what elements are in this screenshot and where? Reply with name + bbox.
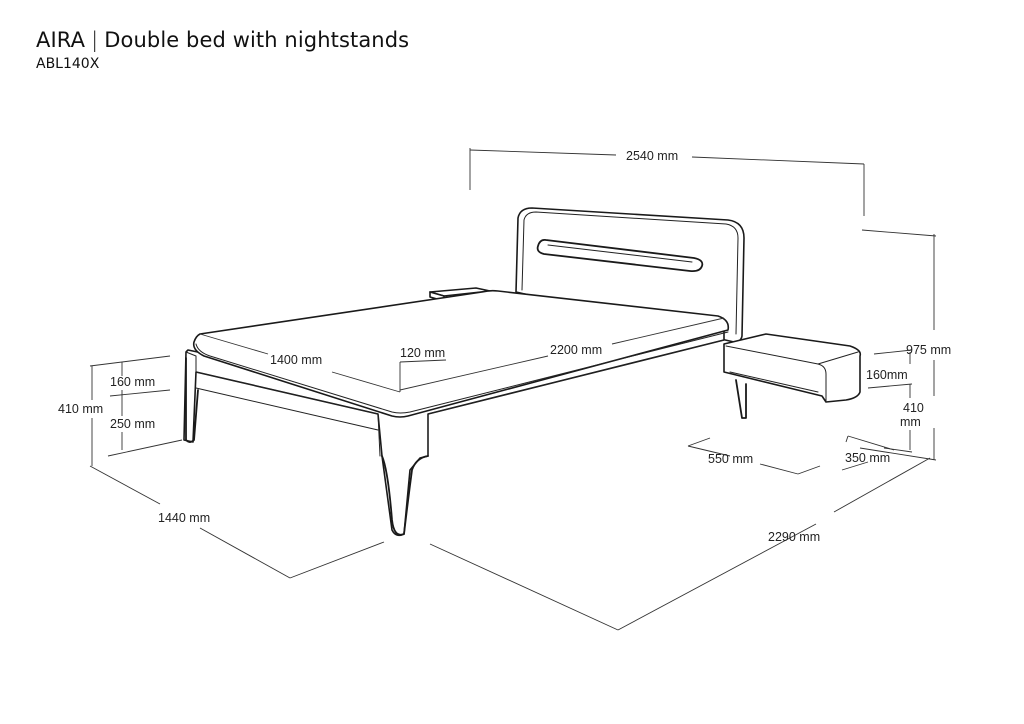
dim-nightstand-heights (867, 349, 913, 453)
dim-bed-length (429, 457, 931, 631)
dim-nightstand-depth (841, 435, 895, 471)
product-description: Double bed with nightstands (104, 28, 410, 52)
label-nightstand-height: 410 (903, 401, 924, 415)
page-title: AIRA|Double bed with nightstands (36, 28, 409, 52)
label-overall-height: 975 mm (906, 343, 951, 357)
dim-bed-width (199, 527, 385, 579)
dim-mattress-width (199, 333, 401, 393)
label-bed-height: 410 mm (58, 402, 103, 416)
title-separator: | (91, 28, 99, 52)
product-code: ABL140X (36, 56, 100, 72)
dim-mattress-inset (399, 359, 447, 392)
label-nightstand-width: 550 mm (708, 452, 753, 466)
label-overall-width: 2540 mm (626, 149, 678, 163)
label-nightstand-body: 160mm (866, 368, 908, 382)
mattress (192, 289, 730, 418)
dim-left-heights (89, 355, 183, 505)
right-nightstand (723, 333, 862, 419)
label-leg-height: 250 mm (110, 417, 155, 431)
label-bed-length: 2290 mm (768, 530, 820, 544)
label-bed-width: 1440 mm (158, 511, 210, 525)
label-nightstand-depth: 350 mm (845, 451, 890, 465)
label-headboard-part: 160 mm (110, 375, 155, 389)
dim-overall-height (859, 229, 937, 461)
dim-nightstand-width (687, 437, 821, 475)
label-nightstand-height-unit: mm (900, 415, 921, 429)
label-mattress-width: 1400 mm (270, 353, 322, 367)
label-mattress-inset: 120 mm (400, 346, 445, 360)
dim-overall-width (469, 148, 865, 216)
model-name: AIRA (36, 28, 86, 52)
label-mattress-length: 2200 mm (550, 343, 602, 357)
dim-mattress-length (399, 317, 725, 391)
